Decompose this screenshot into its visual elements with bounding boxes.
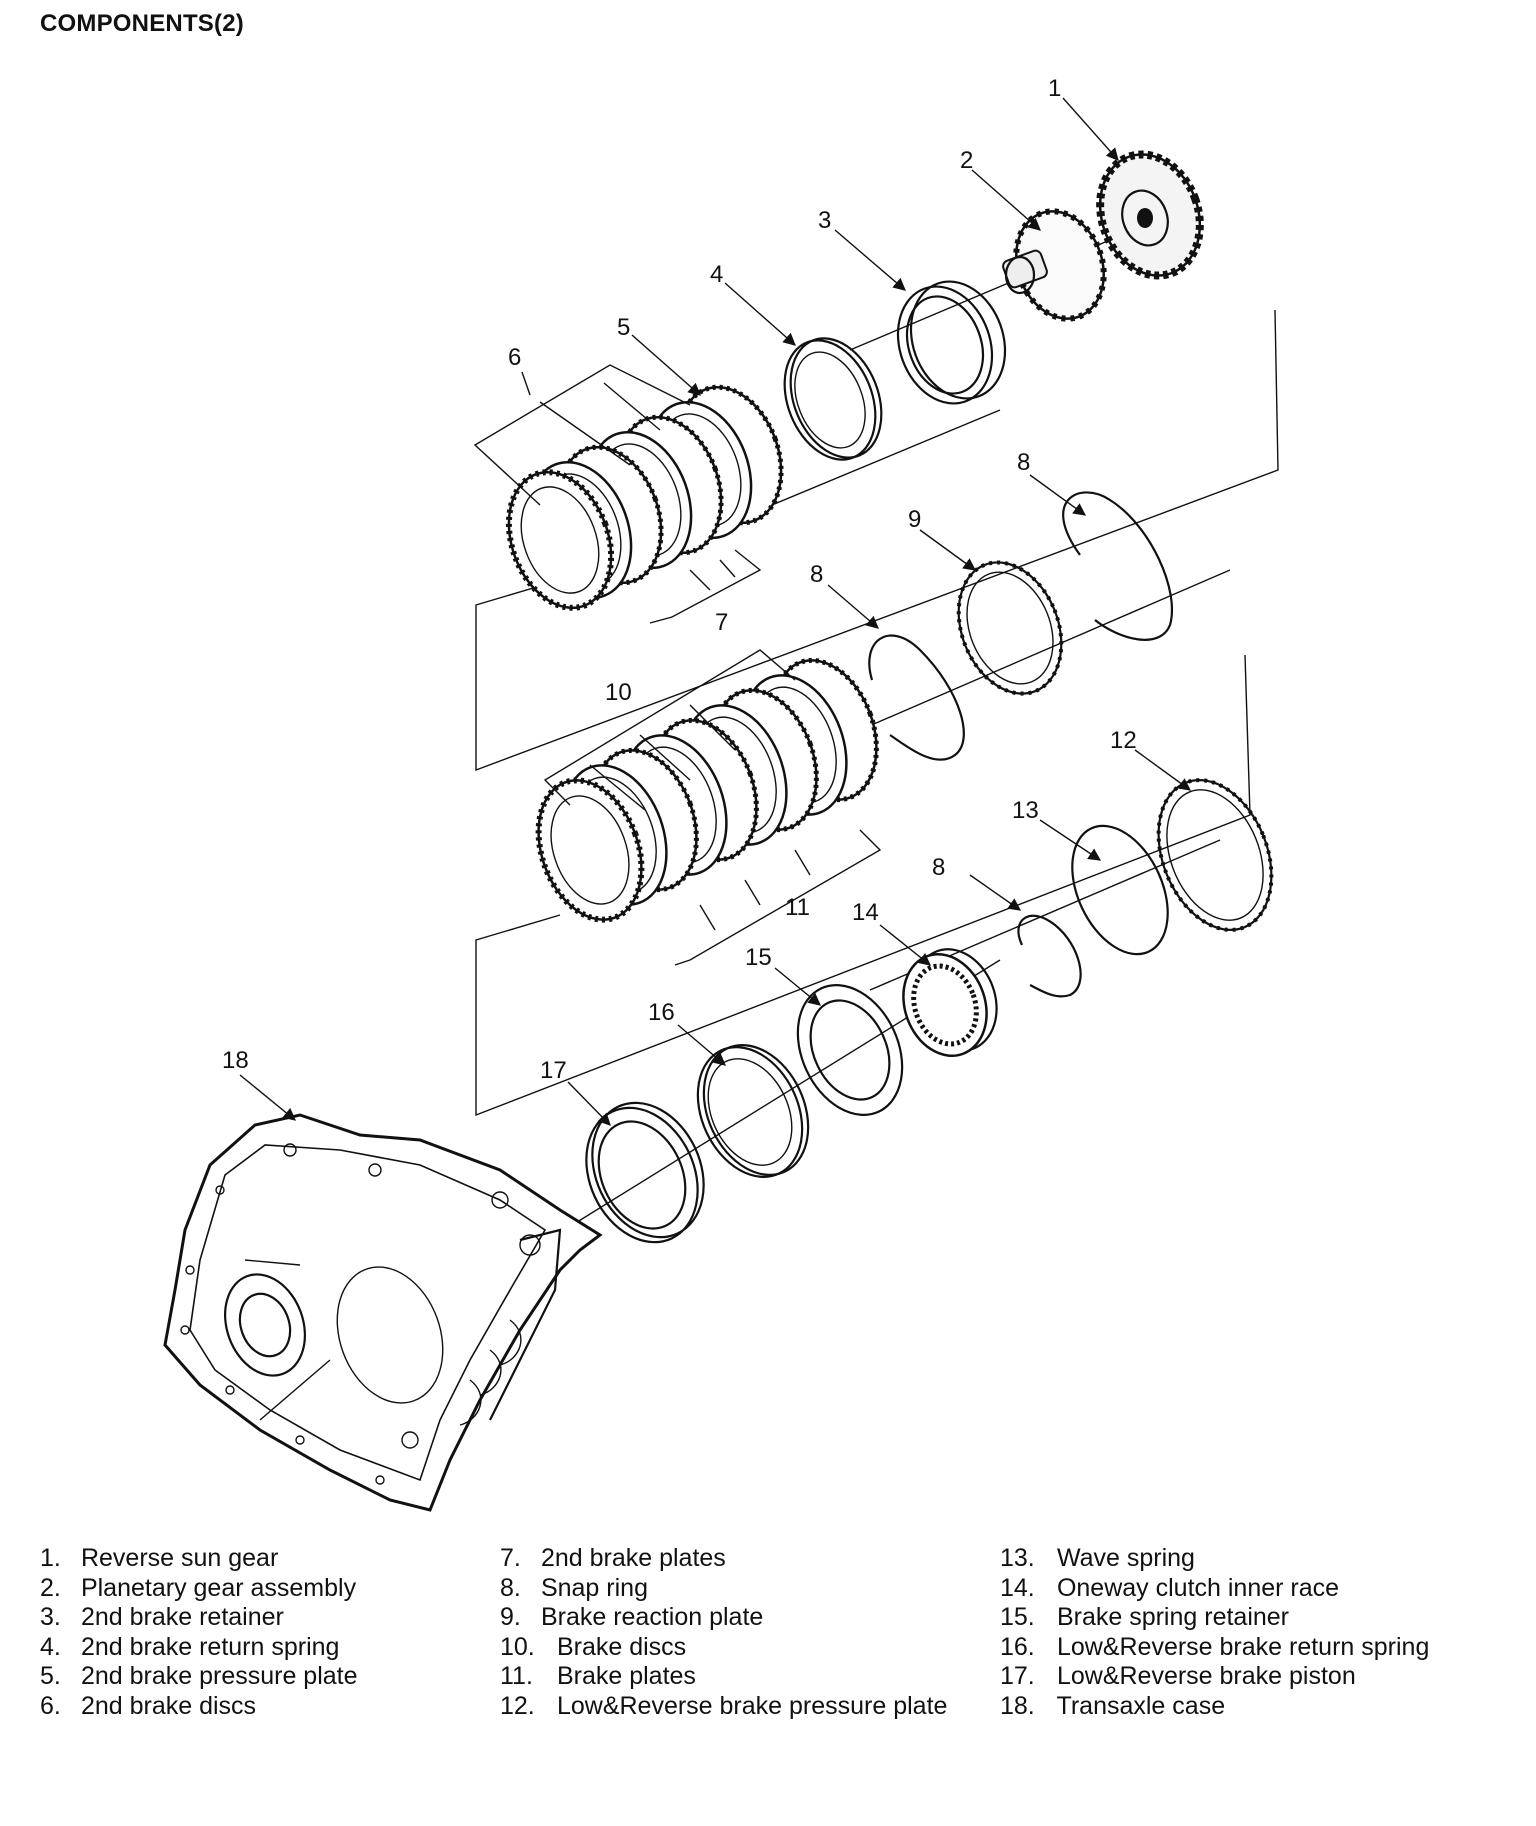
callout-12: 12 (1110, 727, 1137, 754)
low-reverse-brake-pressure-plate (1156, 778, 1274, 932)
callout-10: 10 (605, 679, 632, 706)
exploded-view-diagram: 1 2 3 4 5 6 7 8 8 8 9 10 11 12 13 14 15 … (163, 75, 1279, 1512)
planetary-gear-assembly (1002, 208, 1107, 322)
wave-spring (1071, 824, 1169, 956)
low-reverse-brake-return-spring (696, 1044, 810, 1178)
callout-13: 13 (1012, 797, 1039, 824)
brake-reaction-plate (956, 560, 1064, 696)
callout-11: 11 (785, 894, 810, 921)
legend-item: 8. Snap ring (500, 1573, 648, 1602)
legend-item: 4. 2nd brake return spring (40, 1632, 340, 1661)
snap-ring-lower (1017, 914, 1082, 998)
transaxle-case (163, 1113, 603, 1512)
legend-item: 13. Wave spring (1000, 1544, 1195, 1572)
legend-column-2: 7. 2nd brake plates 8. Snap ring 9. Brak… (500, 1544, 947, 1721)
2nd-brake-disc-pack (505, 384, 784, 611)
callout-17: 17 (540, 1057, 567, 1084)
legend-item: 2. Planetary gear assembly (40, 1573, 357, 1602)
legend-item: 9. Brake reaction plate (500, 1603, 764, 1631)
legend-item: 5. 2nd brake pressure plate (40, 1662, 358, 1690)
legend-item: 15. Brake spring retainer (1000, 1603, 1290, 1631)
bracket-6-7 (473, 364, 762, 624)
callout-1: 1 (1048, 75, 1061, 102)
legend-column-1: 1. Reverse sun gear 2. Planetary gear as… (40, 1544, 358, 1721)
legend-item: 14. Oneway clutch inner race (1000, 1573, 1340, 1602)
callout-16: 16 (648, 999, 675, 1026)
bracket-10-11 (543, 649, 882, 966)
callout-5: 5 (617, 314, 630, 341)
callout-8-lower: 8 (932, 854, 945, 881)
callout-9: 9 (908, 506, 921, 533)
callout-8-upper: 8 (1017, 449, 1030, 476)
brake-spring-retainer (796, 984, 904, 1116)
legend-column-3: 13. Wave spring 14. Oneway clutch inner … (1000, 1544, 1429, 1721)
callout-6: 6 (508, 344, 521, 371)
2nd-brake-retainer (896, 280, 1007, 405)
brake-disc-pack (535, 657, 879, 923)
callout-2: 2 (960, 147, 973, 174)
callout-4: 4 (710, 261, 723, 288)
page-title: COMPONENTS(2) (40, 10, 244, 37)
oneway-clutch-inner-race (902, 948, 998, 1057)
callout-15: 15 (745, 944, 772, 971)
legend-item: 1. Reverse sun gear (40, 1544, 279, 1572)
legend-item: 12. Low&Reverse brake pressure plate (500, 1691, 948, 1720)
legend-item: 6. 2nd brake discs (40, 1691, 257, 1720)
snap-ring-middle (868, 634, 965, 761)
bracket-frames (475, 309, 1279, 1117)
legend-item: 16. Low&Reverse brake return spring (1000, 1632, 1430, 1661)
callout-14: 14 (852, 899, 879, 926)
2nd-brake-return-spring (783, 337, 883, 461)
callout-3: 3 (818, 207, 831, 234)
callout-7: 7 (715, 609, 728, 636)
legend-item: 3. 2nd brake retainer (40, 1603, 284, 1631)
legend-item: 10. Brake discs (500, 1632, 687, 1661)
legend-item: 11. Brake plates (500, 1662, 696, 1690)
callout-18: 18 (222, 1047, 249, 1074)
legend-item: 7. 2nd brake plates (500, 1544, 726, 1572)
callout-leaders (239, 97, 1192, 1126)
snap-ring-upper (1062, 491, 1173, 641)
legend-item: 17. Low&Reverse brake piston (1000, 1662, 1356, 1690)
callout-8-middle: 8 (810, 561, 823, 588)
legend-item: 18. Transaxle case (1000, 1691, 1226, 1720)
low-reverse-brake-piston (585, 1101, 705, 1244)
reverse-sun-gear (1096, 150, 1204, 280)
callout-labels: 1 2 3 4 5 6 7 8 8 8 9 10 11 12 13 14 15 … (222, 75, 1137, 1084)
